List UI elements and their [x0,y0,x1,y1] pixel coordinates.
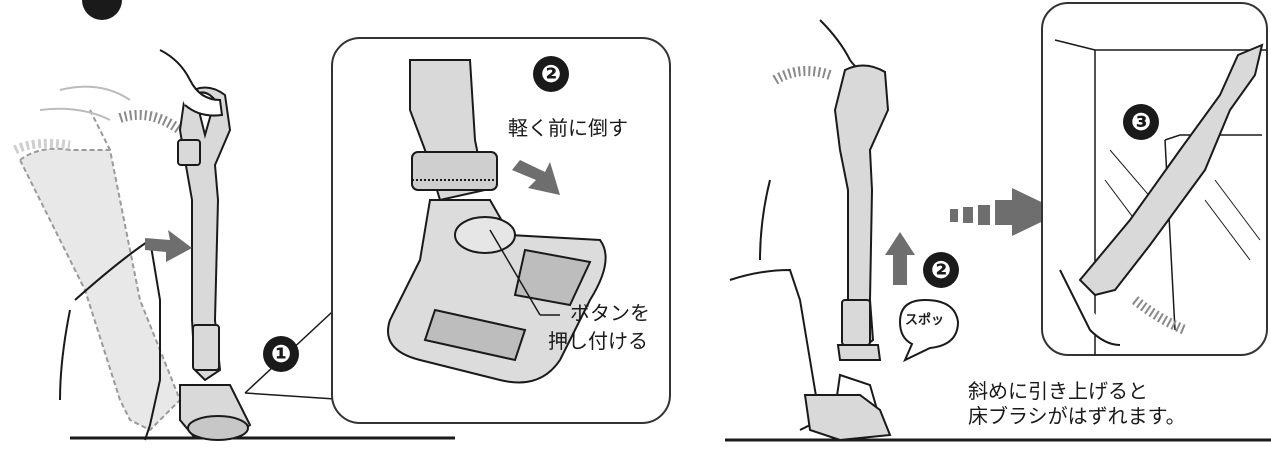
cropped-step-marker [82,0,122,20]
button-callout-line2: 押し付ける [548,329,648,353]
ghost-vacuum [12,109,182,432]
hand-left [159,49,224,117]
push-arrow [145,230,192,262]
step-marker-3: ❸ [1123,104,1159,140]
vacuum-right [833,64,890,361]
left-panel [12,49,455,441]
step-marker-2-right: ❷ [923,252,959,288]
right-panel [725,19,1271,442]
step-marker-2-inset: ❷ [533,56,569,92]
sound-bubble [898,298,960,363]
sound-label: スポッ [905,313,945,328]
caption-line1: 斜めに引き上げると [968,379,1148,403]
lift-arrow [885,232,915,285]
tilt-instruction: 軽く前に倒す [508,116,628,140]
transition-arrow [950,188,1062,236]
ghost-leg-lines [39,85,131,121]
caption-line2: 床ブラシがはずれます。 [968,404,1186,428]
step-marker-1: ❶ [263,336,299,372]
right-inset [1041,2,1268,356]
person-leg [74,238,161,441]
inset-panel [331,37,671,424]
tilt-arrow [512,160,560,195]
button-callout-line1: ボタンを [570,301,650,325]
